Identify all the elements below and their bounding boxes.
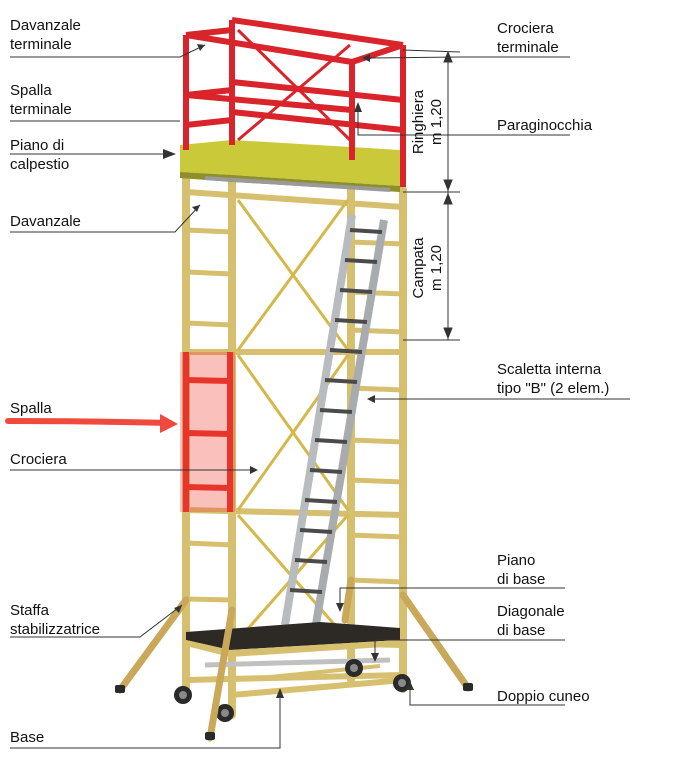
label-davanzale: Davanzale — [10, 213, 81, 230]
top-platform — [180, 140, 400, 192]
label-scaletta-interna: Scaletta interna tipo "B" (2 elem.) — [497, 361, 610, 397]
scaffold-tower — [115, 17, 473, 742]
label-piano-calpestio: Piano di calpestio — [10, 137, 70, 173]
terminal-frame — [183, 17, 406, 187]
label-staffa-stabilizzatrice: Staffa stabilizzatrice — [10, 602, 101, 638]
dimension-lines — [402, 49, 461, 341]
label-paraginocchia: Paraginocchia — [497, 117, 593, 134]
spalla-rungs-right — [350, 239, 404, 585]
label-diagonale-di-base: Diagonale di base — [497, 603, 565, 639]
label-ringhiera-dimension: Ringhiera m 1,20 — [410, 89, 445, 155]
outriggers — [116, 576, 472, 742]
label-piano-di-base: Piano di base — [497, 552, 546, 588]
spalla-arrow — [5, 414, 178, 433]
label-doppio-cuneo: Doppio cuneo — [497, 688, 590, 705]
spalla-highlight — [180, 352, 235, 512]
label-spalla: Spalla — [10, 400, 52, 417]
base-platform — [186, 622, 400, 680]
label-davanzale-terminale: Davanzale terminale — [10, 17, 81, 53]
internal-ladder — [281, 214, 388, 631]
label-campata-dimension: Campata m 1,20 — [410, 237, 445, 299]
label-crociera: Crociera — [10, 451, 67, 468]
leader-arrowheads — [163, 44, 414, 698]
label-crociera-terminale: Crociera terminale — [497, 20, 559, 56]
leader-lines — [10, 44, 630, 749]
label-base: Base — [10, 729, 45, 746]
label-spalla-terminale: Spalla terminale — [10, 82, 72, 118]
